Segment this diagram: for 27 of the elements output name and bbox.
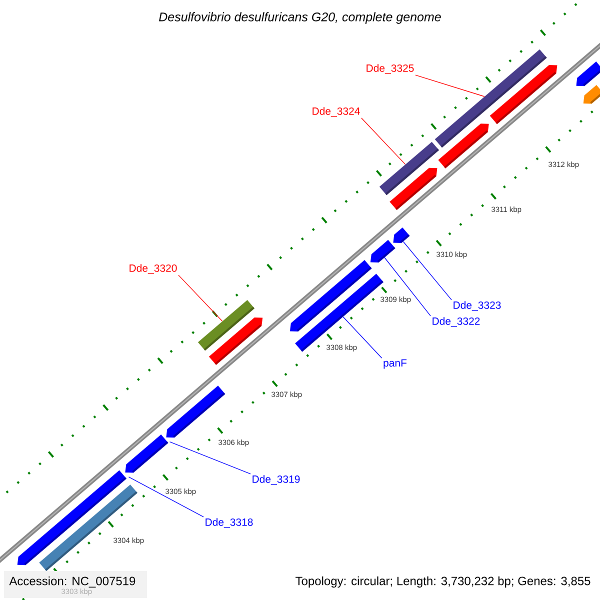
leader-line (415, 74, 485, 97)
gene-block (370, 240, 396, 263)
leader-line (384, 257, 431, 316)
gene-block (208, 318, 263, 365)
gene-block (576, 62, 600, 86)
gene-block (393, 228, 410, 244)
gene-label: Dde_3323 (454, 301, 501, 311)
gene-block (490, 65, 558, 124)
leader-line (169, 441, 251, 474)
gene-block (583, 85, 600, 104)
info-text: Topology: circular; Length: 3,730,232 bp; Genes: 3,855 (296, 576, 590, 588)
gene-label: Dde_3324 (312, 107, 360, 117)
gene-label: Dde_3320 (130, 264, 177, 274)
gene-label: Dde_3325 (366, 64, 414, 74)
leader-line (342, 316, 382, 358)
gene-label: panF (384, 359, 407, 369)
gene-block (125, 434, 168, 473)
leader-line (178, 274, 223, 322)
gene-label: Dde_3319 (252, 475, 300, 485)
gene-bar (379, 142, 439, 196)
gene-label: Dde_3318 (206, 518, 253, 528)
gene-label: Dde_3322 (432, 317, 480, 327)
gene-block (290, 260, 372, 332)
leader-line (402, 241, 452, 300)
gene-block (166, 386, 226, 438)
leader-line (128, 476, 204, 518)
title: Desulfovibrio desulfuricans G20, complete genome (159, 12, 441, 24)
